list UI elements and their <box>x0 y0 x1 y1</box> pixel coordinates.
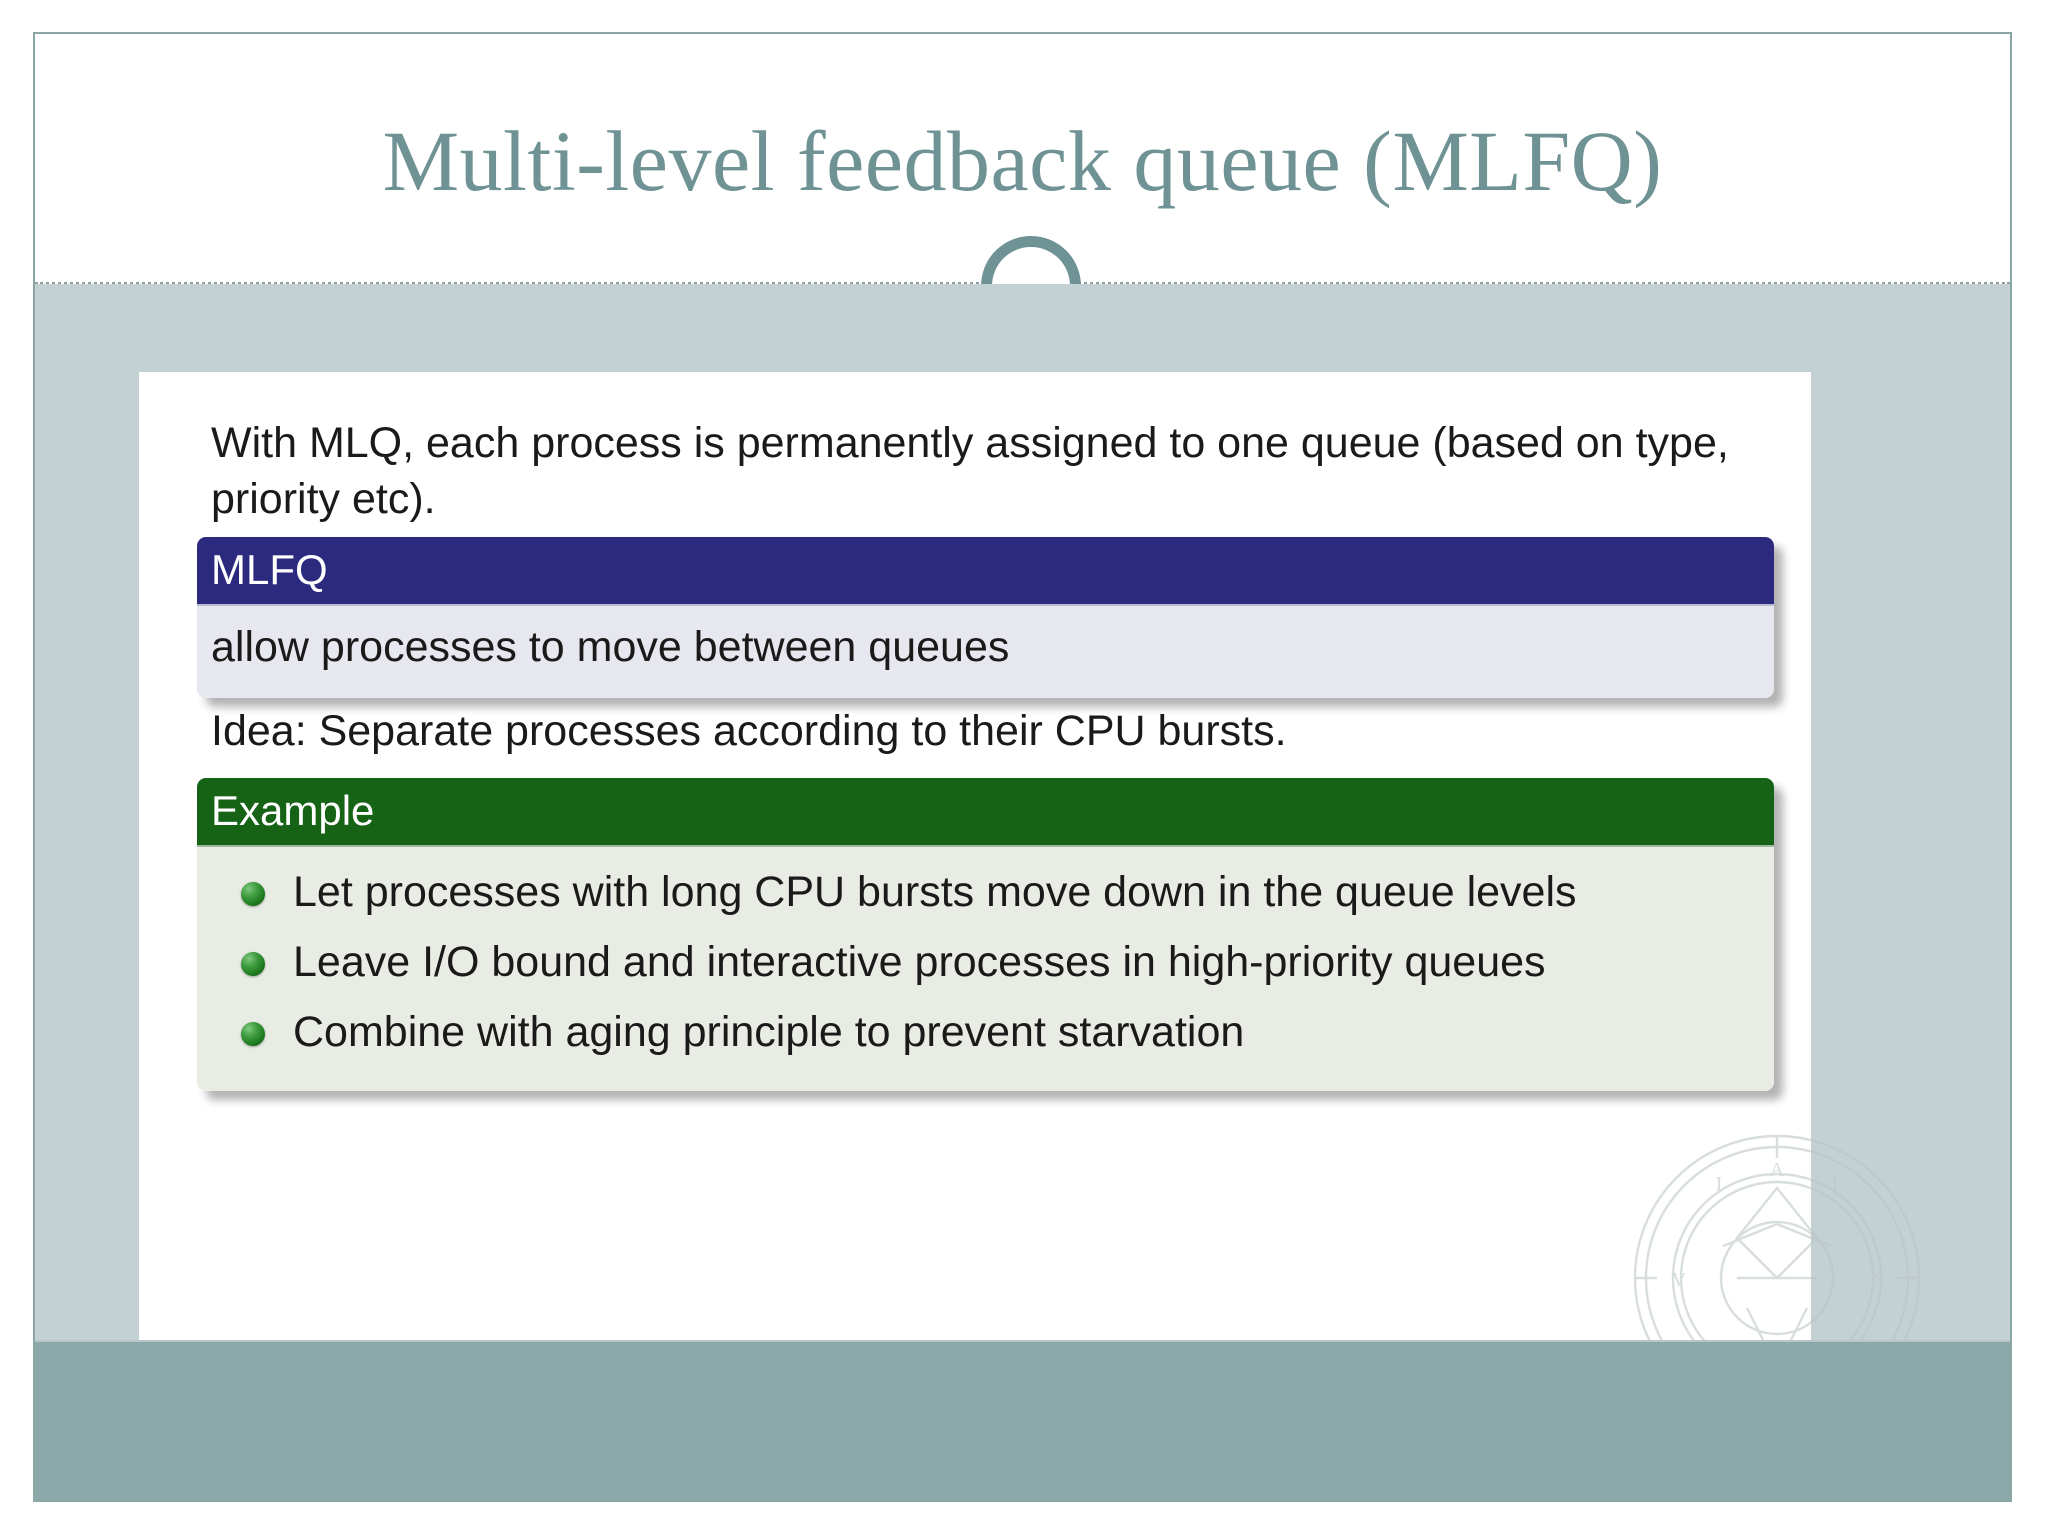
list-item-label: Leave I/O bound and interactive processe… <box>293 937 1546 986</box>
list-item-label: Combine with aging principle to prevent … <box>293 1007 1245 1056</box>
list-item: Let processes with long CPU bursts move … <box>223 865 1748 921</box>
content-panel: With MLQ, each process is permanently as… <box>139 372 1811 1341</box>
idea-paragraph: Idea: Separate processes according to th… <box>211 707 1287 755</box>
list-item: Combine with aging principle to prevent … <box>223 1005 1748 1061</box>
green-sphere-bullet-icon <box>241 951 265 976</box>
example-box-body: Let processes with long CPU bursts move … <box>197 845 1774 1091</box>
definition-box-mlfq: MLFQ allow processes to move between que… <box>197 537 1774 698</box>
green-sphere-bullet-icon <box>241 1021 265 1046</box>
definition-box-body: allow processes to move between queues <box>197 604 1774 698</box>
page-title: Multi-level feedback queue (MLFQ) <box>382 113 1663 209</box>
list-item-label: Let processes with long CPU bursts move … <box>293 868 1577 917</box>
footer-accent-bar <box>35 1340 2010 1500</box>
example-box: Example Let processes with long CPU burs… <box>197 778 1774 1091</box>
slide-title-band: Multi-level feedback queue (MLFQ) <box>35 34 2010 282</box>
slide-body-band: With MLQ, each process is permanently as… <box>35 284 2010 1341</box>
example-box-title: Example <box>197 778 1774 846</box>
green-sphere-bullet-icon <box>241 882 265 907</box>
intro-paragraph: With MLQ, each process is permanently as… <box>211 419 1729 523</box>
definition-box-title: MLFQ <box>197 537 1774 605</box>
example-bullet-list: Let processes with long CPU bursts move … <box>223 865 1748 1061</box>
list-item: Leave I/O bound and interactive processe… <box>223 935 1748 991</box>
slide: Multi-level feedback queue (MLFQ) With M… <box>33 32 2012 1502</box>
